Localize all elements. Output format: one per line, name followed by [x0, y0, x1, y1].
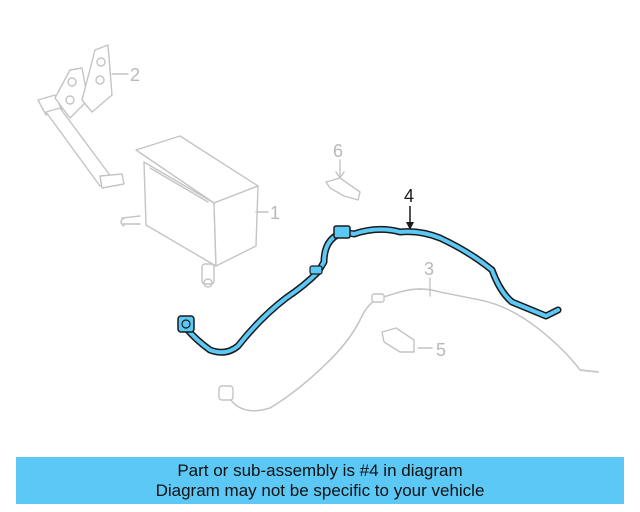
part-6-clip [325, 159, 361, 201]
part-2-bracket [37, 44, 129, 189]
banner-line-2: Diagram may not be specific to your vehi… [155, 480, 485, 500]
part-4-hose [177, 206, 562, 356]
callout-6: 6 [333, 141, 343, 161]
callout-4: 4 [404, 186, 414, 206]
callout-1: 1 [270, 203, 280, 223]
banner-line-1: Part or sub-assembly is #4 in diagram [177, 460, 463, 480]
part-3-line [218, 277, 599, 412]
callout-5: 5 [436, 340, 446, 360]
parts-diagram: 1 2 3 4 5 6 [37, 44, 599, 412]
info-banner: Part or sub-assembly is #4 in diagram Di… [16, 457, 624, 504]
callout-3: 3 [424, 259, 434, 279]
part-5-clamp [381, 327, 433, 353]
part-1-cooler [120, 135, 269, 288]
callout-2: 2 [130, 65, 140, 85]
part-4-hose-fill [184, 227, 560, 355]
